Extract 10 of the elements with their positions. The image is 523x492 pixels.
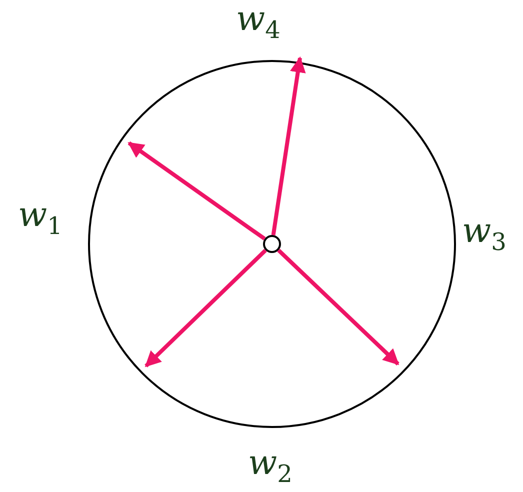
variable-label: w$_{2}$ bbox=[248, 446, 292, 486]
arrow bbox=[144, 248, 267, 368]
arrow bbox=[277, 248, 400, 366]
variable-label: w$_{3}$ bbox=[462, 214, 506, 254]
center-point bbox=[262, 234, 282, 254]
circle-outline bbox=[87, 59, 457, 429]
variable-label: w$_{1}$ bbox=[18, 198, 62, 238]
arrow bbox=[128, 141, 266, 240]
arrow bbox=[271, 56, 306, 236]
variable-label: w$_{4}$ bbox=[236, 2, 280, 42]
